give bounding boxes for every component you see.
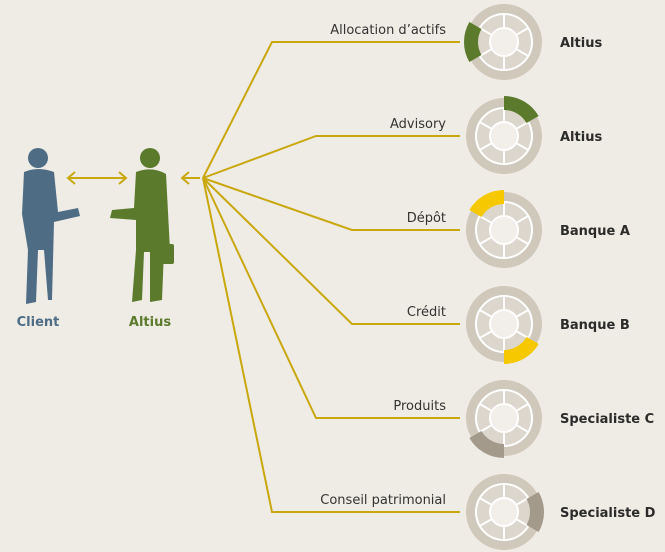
connector-line [202, 177, 460, 513]
highlight-segment [469, 431, 504, 458]
service-label: Dépôt [407, 211, 446, 226]
hub-arrow-icon [180, 171, 200, 185]
service-wheel-icon [466, 380, 542, 458]
briefcase-icon [152, 244, 174, 264]
connector-line [202, 135, 460, 179]
highlight-segment [469, 190, 504, 217]
provider-label: Specialiste D [560, 506, 656, 521]
connector-line [202, 41, 460, 179]
service-label: Produits [393, 399, 446, 414]
altius-label: Altius [129, 315, 171, 330]
altius-figure [110, 148, 174, 302]
connector-line [202, 177, 460, 325]
client-label: Client [17, 315, 60, 330]
double-arrow-icon [66, 171, 128, 185]
service-wheel-icon [466, 190, 542, 268]
provider-label: Altius [560, 36, 602, 51]
service-wheel-icon [466, 286, 542, 364]
connector-line [202, 177, 460, 419]
provider-label: Banque B [560, 318, 630, 333]
service-label: Allocation d’actifs [330, 23, 446, 38]
service-label: Advisory [390, 117, 446, 132]
highlight-segment [463, 22, 482, 62]
client-figure [22, 148, 80, 304]
provider-label: Altius [560, 130, 602, 145]
highlight-segment [504, 96, 539, 123]
service-label: Conseil patrimonial [320, 493, 446, 508]
service-wheel-icon [466, 96, 542, 174]
service-wheel-icon [463, 4, 542, 80]
service-label: Crédit [407, 305, 446, 320]
highlight-segment [526, 492, 544, 532]
highlight-segment [504, 337, 539, 364]
connector-line [202, 177, 460, 231]
service-wheel-icon [466, 474, 544, 550]
provider-label: Specialiste C [560, 412, 654, 427]
provider-label: Banque A [560, 224, 630, 239]
services-list: Allocation d’actifsAltiusAdvisoryAltiusD… [202, 4, 656, 550]
